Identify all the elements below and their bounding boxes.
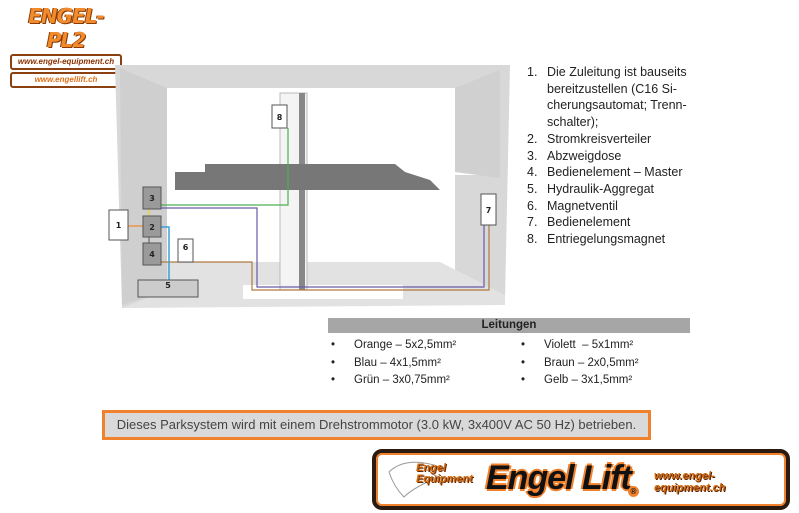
legend-text: Hydraulik-Aggregat xyxy=(547,181,654,196)
box-2-distributor xyxy=(142,215,162,238)
label-5: 5 xyxy=(165,281,171,290)
legend-text: Die Zuleitung ist bauseits bereitzustell… xyxy=(547,65,687,130)
platform-beam xyxy=(175,164,440,190)
label-8: 8 xyxy=(277,113,283,122)
box-5-hydraulic xyxy=(137,279,199,298)
box-3-junction xyxy=(142,186,162,210)
legend-text: Abzweigdose xyxy=(547,148,622,163)
cable-text: Orange – 5x2,5mm² xyxy=(354,339,457,351)
label-7: 7 xyxy=(486,206,492,215)
legend-num: 8. xyxy=(527,232,538,247)
bullet: • xyxy=(521,339,526,351)
registered-mark: ® xyxy=(628,486,639,497)
engel-lift-logo: Engel Equipment Engel Lift ® www.engel-e… xyxy=(372,449,790,510)
legend-num: 7. xyxy=(527,215,538,230)
label-3: 3 xyxy=(149,194,155,203)
legend-item: 5. Hydraulik-Aggregat xyxy=(527,181,697,198)
bullet: • xyxy=(521,374,526,386)
legend-item: 2. Stromkreisverteiler xyxy=(527,131,697,148)
wire-violet xyxy=(161,207,485,288)
cables-table: Leitungen • Orange – 5x2,5mm² • Violett – … xyxy=(328,318,690,390)
legend-num: 1. xyxy=(527,65,538,79)
legend-num: 6. xyxy=(527,198,538,213)
bullet: • xyxy=(331,356,336,369)
component-legend: 1. Die Zuleitung ist bauseits bereitzuste… xyxy=(527,64,697,248)
wire-green xyxy=(161,128,289,206)
legend-num: 5. xyxy=(527,181,538,196)
cable-text: Braun – 2x0,5mm² xyxy=(544,356,639,369)
engel-pl2-logo: ENGEL-PL2 www.engel-equipment.ch www.eng… xyxy=(10,4,122,88)
cable-text: Gelb – 3x1,5mm² xyxy=(544,374,633,386)
label-4: 4 xyxy=(149,250,155,259)
legend-text: Bedienelement xyxy=(547,215,631,230)
legend-item: 3. Abzweigdose xyxy=(527,148,697,165)
wire-blue xyxy=(161,226,170,280)
legend-text: Magnetventil xyxy=(547,198,618,213)
logo-url-lift: www.engellift.ch xyxy=(10,72,122,88)
legend-item: 7. Bedienelement xyxy=(527,214,697,231)
bullet: • xyxy=(521,356,526,369)
legend-text: Bedienelement – Master xyxy=(547,165,683,180)
motor-info-banner: Dieses Parksystem wird mit einem Drehstr… xyxy=(102,410,651,440)
legend-item: 6. Magnetventil xyxy=(527,198,697,215)
cables-title: Leitungen xyxy=(328,318,690,333)
box-7-control xyxy=(480,193,497,226)
legend-text: Stromkreisverteiler xyxy=(547,131,652,146)
legend-num: 3. xyxy=(527,148,538,163)
cable-item: • Grün – 3x0,75mm² xyxy=(328,372,518,390)
angel-wing-icon xyxy=(388,461,441,498)
legend-item: 1. Die Zuleitung ist bauseits bereitzuste… xyxy=(527,64,697,131)
right-wall xyxy=(455,70,500,178)
box-6-valve xyxy=(177,238,194,263)
cable-item: • Gelb – 3x1,5mm² xyxy=(518,372,690,390)
logo-brand: Engel Lift xyxy=(486,459,632,497)
box-8-release-magnet xyxy=(271,104,288,129)
legend-item: 8. Entriegelungsmagnet xyxy=(527,231,697,248)
legend-num: 2. xyxy=(527,131,538,146)
bullet: • xyxy=(331,339,336,351)
box-1-supply xyxy=(108,209,129,241)
cable-item: • Braun – 2x0,5mm² xyxy=(518,355,690,373)
legend-item: 4. Bedienelement – Master xyxy=(527,164,697,181)
cable-text: Grün – 3x0,75mm² xyxy=(354,374,450,386)
logo-small-text: Engel Equipment xyxy=(416,462,473,485)
logo-title: ENGEL-PL2 xyxy=(28,4,105,52)
label-6: 6 xyxy=(183,243,189,252)
logo-url-equipment: www.engel-equipment.ch xyxy=(10,54,122,70)
bullet: • xyxy=(331,374,336,386)
legend-text: Entriegelungsmagnet xyxy=(547,232,666,247)
wire-brown xyxy=(161,225,490,291)
cable-text: Violett – 5x1mm² xyxy=(544,339,634,351)
cable-item: • Blau – 4x1,5mm² xyxy=(328,355,518,373)
cable-item: • Orange – 5x2,5mm² xyxy=(328,337,518,355)
box-4-master-control xyxy=(142,242,162,266)
label-1: 1 xyxy=(116,221,122,230)
column-rail xyxy=(299,93,305,290)
label-2: 2 xyxy=(149,223,155,232)
legend-num: 4. xyxy=(527,165,538,180)
cable-text: Blau – 4x1,5mm² xyxy=(354,356,441,369)
cable-item: • Violett – 5x1mm² xyxy=(518,337,690,355)
logo-url: www.engel-equipment.ch xyxy=(654,470,726,494)
